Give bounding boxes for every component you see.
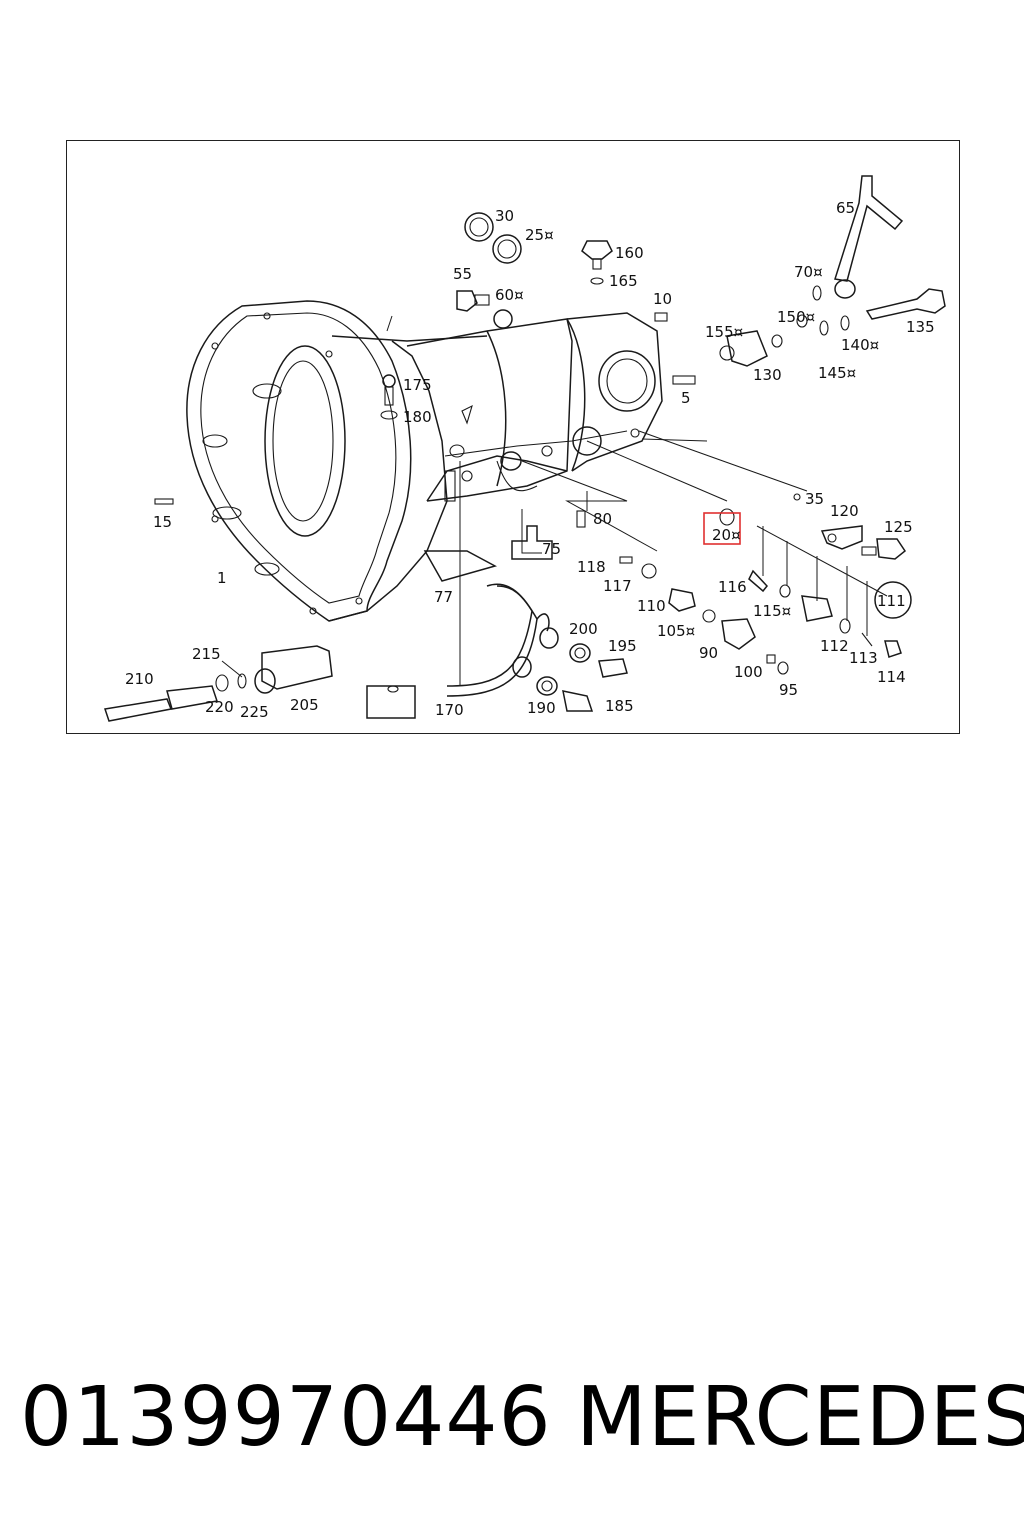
footer-caption: 0139970446 MERCEDES	[0, 1370, 1024, 1470]
callout-155: 155¤	[705, 323, 743, 341]
callout-80: 80	[593, 510, 612, 528]
callout-100: 100	[734, 663, 763, 681]
callout-95: 95	[779, 681, 798, 699]
bell-housing-drawing	[186, 300, 488, 622]
callout-190: 190	[527, 699, 556, 717]
callout-70: 70¤	[794, 263, 823, 281]
callout-130: 130	[753, 366, 782, 384]
callout-105: 105¤	[657, 622, 695, 640]
callout-175: 175	[403, 376, 432, 394]
callout-150: 150¤	[777, 308, 815, 326]
callout-15: 15	[153, 513, 172, 531]
callout-195: 195	[608, 637, 637, 655]
callout-170: 170	[435, 701, 464, 719]
callout-200: 200	[569, 620, 598, 638]
callout-111: 111	[877, 592, 906, 610]
callout-35: 35	[805, 490, 824, 508]
parts-diagram: 30 25¤ 160 165 55 60¤ 10 65 70¤ 150¤ 155…	[66, 140, 960, 734]
callout-115: 115¤	[753, 602, 791, 620]
callout-55: 55	[453, 265, 472, 283]
callout-112: 112	[820, 637, 849, 655]
callout-210: 210	[125, 670, 154, 688]
callout-20: 20¤	[712, 526, 741, 544]
callout-labels: 30 25¤ 160 165 55 60¤ 10 65 70¤ 150¤ 155…	[125, 199, 935, 721]
callout-185: 185	[605, 697, 634, 715]
highlight-box-part-20	[703, 512, 741, 545]
callout-114: 114	[877, 668, 906, 686]
callout-165: 165	[609, 272, 638, 290]
callout-30: 30	[495, 207, 514, 225]
callout-116: 116	[718, 578, 747, 596]
callout-140: 140¤	[841, 336, 879, 354]
callout-75: 75	[542, 540, 561, 558]
callout-118: 118	[577, 558, 606, 576]
callout-60: 60¤	[495, 286, 524, 304]
callout-90: 90	[699, 644, 718, 662]
callout-110: 110	[637, 597, 666, 615]
transmission-exploded-view: 30 25¤ 160 165 55 60¤ 10 65 70¤ 150¤ 155…	[104, 175, 946, 722]
part-number-text: 0139970446	[20, 1370, 552, 1465]
callout-215: 215	[192, 645, 221, 663]
callout-1: 1	[217, 569, 227, 587]
callout-160: 160	[615, 244, 644, 262]
callout-205: 205	[290, 696, 319, 714]
leader-lines	[221, 315, 888, 686]
transmission-case-drawing	[406, 312, 663, 502]
callout-180: 180	[403, 408, 432, 426]
callout-220: 220	[205, 698, 234, 716]
brand-text: MERCEDES	[576, 1370, 1024, 1465]
callout-77: 77	[434, 588, 453, 606]
callout-5: 5	[681, 389, 691, 407]
callout-120: 120	[830, 502, 859, 520]
callout-117: 117	[603, 577, 632, 595]
callout-125: 125	[884, 518, 913, 536]
small-parts	[104, 175, 946, 722]
callout-65: 65	[836, 199, 855, 217]
callout-145: 145¤	[818, 364, 856, 382]
callout-25: 25¤	[525, 226, 554, 244]
callout-10: 10	[653, 290, 672, 308]
callout-113: 113	[849, 649, 878, 667]
callout-225: 225	[240, 703, 269, 721]
callout-135: 135	[906, 318, 935, 336]
